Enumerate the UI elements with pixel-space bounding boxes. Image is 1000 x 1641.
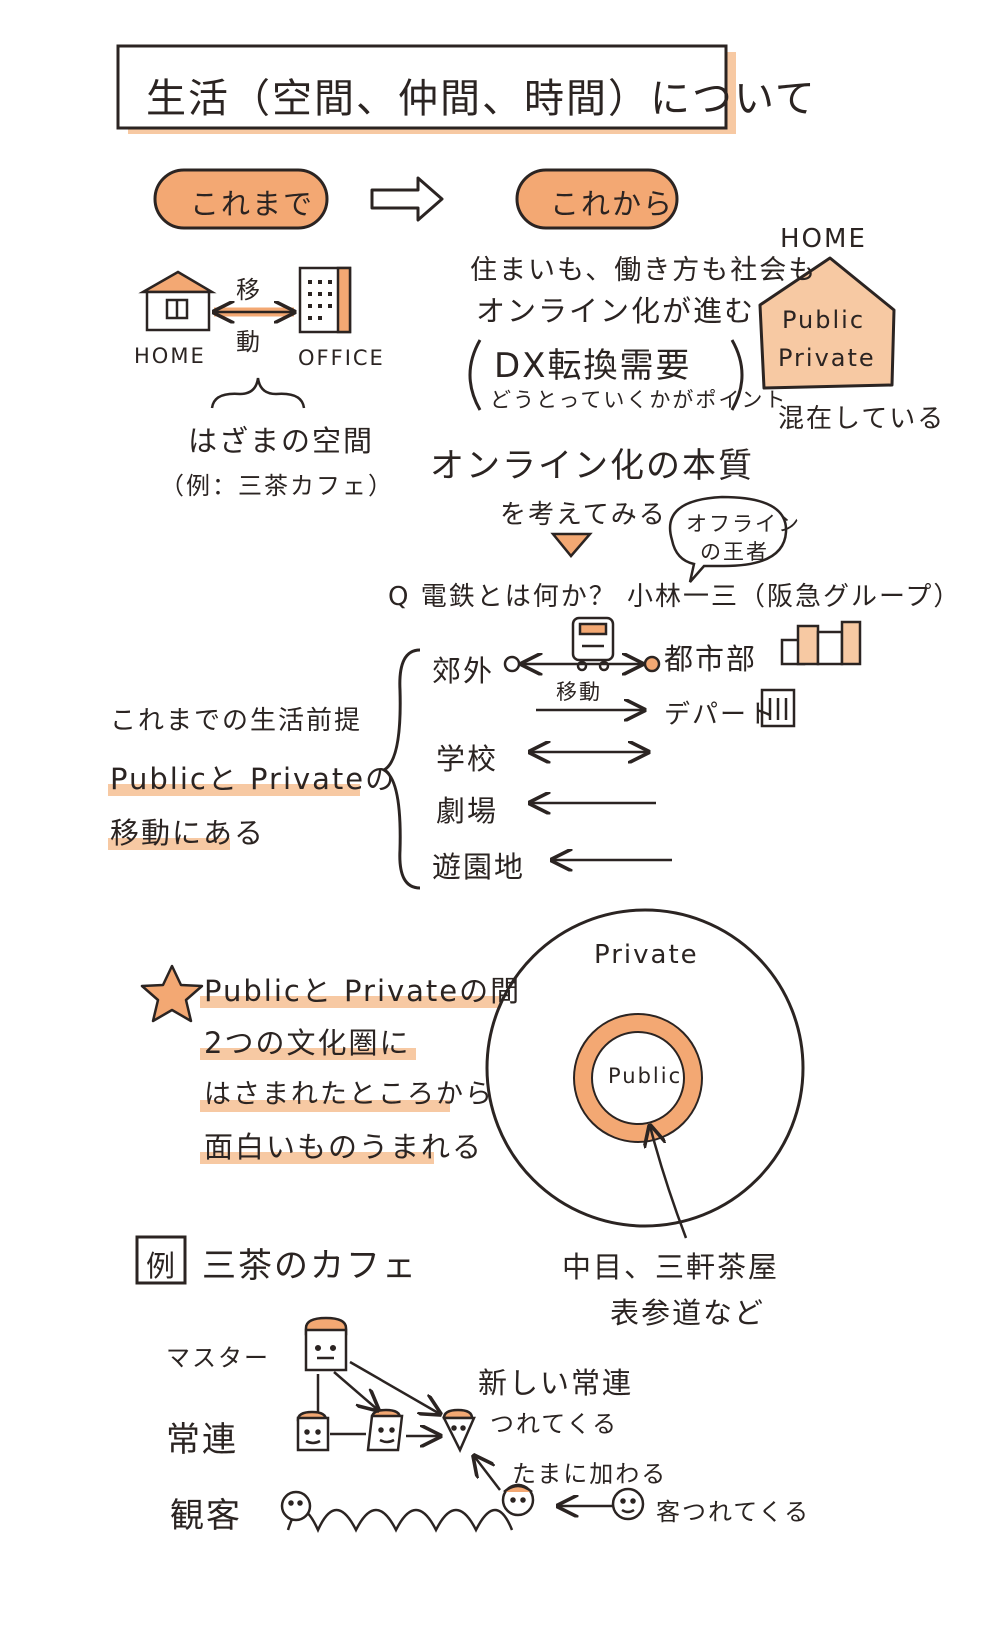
rail-amusement-park: 遊園地 xyxy=(432,850,526,884)
online-line-2: オンライン化が進む xyxy=(476,294,756,328)
rail-city: 都市部 xyxy=(664,642,758,676)
cafe-title: 三茶のカフェ xyxy=(202,1246,418,1286)
big-arrow-icon xyxy=(370,176,444,222)
house-diagram xyxy=(758,256,896,390)
new-regular-line-2: つれてくる xyxy=(490,1410,619,1438)
regular-label: 常連 xyxy=(166,1420,238,1460)
public-circle xyxy=(591,1031,685,1125)
star-line-1: Publicと Privateの間 xyxy=(204,974,522,1008)
rail-school: 学校 xyxy=(436,742,499,776)
down-triangle-icon xyxy=(550,532,593,558)
train-icon xyxy=(571,616,615,672)
department-store-icon xyxy=(760,688,796,728)
office-label: OFFICE xyxy=(298,346,385,370)
star-highlight-3 xyxy=(200,1100,450,1112)
star-icon xyxy=(140,964,204,1023)
guest-face xyxy=(611,1487,645,1521)
new-regular-face xyxy=(441,1408,476,1453)
audience-face xyxy=(280,1490,312,1522)
circle-public-label: Public xyxy=(608,1064,683,1088)
star-line-2: 2つの文化圏に xyxy=(204,1026,411,1060)
paren-right xyxy=(730,339,744,411)
joining-face xyxy=(501,1483,535,1517)
bring-guests-label: 客つれてくる xyxy=(656,1498,811,1526)
cafe-arrows xyxy=(333,1360,612,1506)
pill-after-shape xyxy=(515,168,679,230)
rail-suburb: 郊外 xyxy=(432,654,495,688)
home-icon xyxy=(138,270,217,332)
home-label: HOME xyxy=(134,344,206,368)
move-top-label: 移 xyxy=(236,276,262,304)
rail-move: 移動 xyxy=(556,680,602,704)
title-box xyxy=(116,44,728,130)
dx-demand-label: DX転換需要 xyxy=(494,346,692,386)
move-bottom-label: 動 xyxy=(236,328,262,356)
city-skyline-icon xyxy=(780,620,862,666)
essence-line-1: オンライン化の本質 xyxy=(430,446,754,486)
dx-sub-label: どうとっていくかがポイント xyxy=(490,388,788,412)
premise-highlight-1 xyxy=(108,784,360,796)
office-icon xyxy=(298,266,352,334)
page-title: 生活（空間、仲間、時間）について xyxy=(146,76,817,122)
example-badge-box xyxy=(135,1235,187,1285)
circle-pointer-arrow xyxy=(650,1126,688,1239)
brace-left xyxy=(380,648,421,890)
circle-note-1: 中目、三軒茶屋 xyxy=(562,1250,780,1284)
star-line-4: 面白いものうまれる xyxy=(204,1130,484,1164)
sometimes-join-label: たまに加わる xyxy=(512,1460,668,1488)
premise-line-2: Publicと Privateの xyxy=(110,762,397,796)
premise-line-1: これまでの生活前提 xyxy=(110,706,363,736)
speech-bubble xyxy=(668,495,788,583)
star-line-3: はさまれたところから xyxy=(204,1079,494,1110)
rail-double-arrow xyxy=(503,657,661,671)
rail-department: デパート xyxy=(664,700,777,730)
paren-left xyxy=(468,339,482,411)
master-label: マスター xyxy=(166,1344,270,1372)
regular-face-2 xyxy=(366,1408,404,1452)
question-label: Q 電鉄とは何か？ 小林一三（阪急グループ） xyxy=(388,582,962,612)
bubble-line-2: の王者 xyxy=(700,540,769,564)
pill-before-shape xyxy=(153,168,329,230)
star-highlight-1 xyxy=(200,996,500,1008)
house-private-label: Private xyxy=(778,344,876,372)
master-face xyxy=(304,1316,348,1372)
house-home-label: HOME xyxy=(780,224,867,254)
cafe-example-label: （例：三茶カフェ） xyxy=(160,472,394,500)
house-public-label: Public xyxy=(782,306,866,334)
brace-under xyxy=(210,377,306,409)
premise-highlight-2 xyxy=(108,838,230,850)
pill-after-label: これから xyxy=(550,187,675,221)
circle-note-2: 表参道など xyxy=(610,1296,766,1330)
rail-theater: 劇場 xyxy=(436,794,499,828)
new-regular-line-1: 新しい常連 xyxy=(478,1366,634,1400)
rail-arrows xyxy=(530,710,672,860)
premise-line-3: 移動にある xyxy=(110,816,266,850)
essence-line-2: を考えてみる xyxy=(500,500,667,530)
star-highlight-4 xyxy=(200,1152,434,1164)
bubble-line-1: オフライン xyxy=(686,512,801,536)
online-line-1: 住まいも、働き方も社会も xyxy=(470,255,818,286)
pill-before-label: これまで xyxy=(190,187,315,221)
regular-face-1 xyxy=(296,1410,330,1452)
mixed-label: 混在している xyxy=(778,404,946,434)
audience-arcs xyxy=(286,1508,514,1534)
circle-private-label: Private xyxy=(594,940,699,970)
between-space-label: はざまの空間 xyxy=(188,424,375,458)
audience-label: 観客 xyxy=(170,1496,242,1536)
star-highlight-2 xyxy=(200,1048,416,1060)
example-badge-label: 例 xyxy=(146,1249,176,1283)
